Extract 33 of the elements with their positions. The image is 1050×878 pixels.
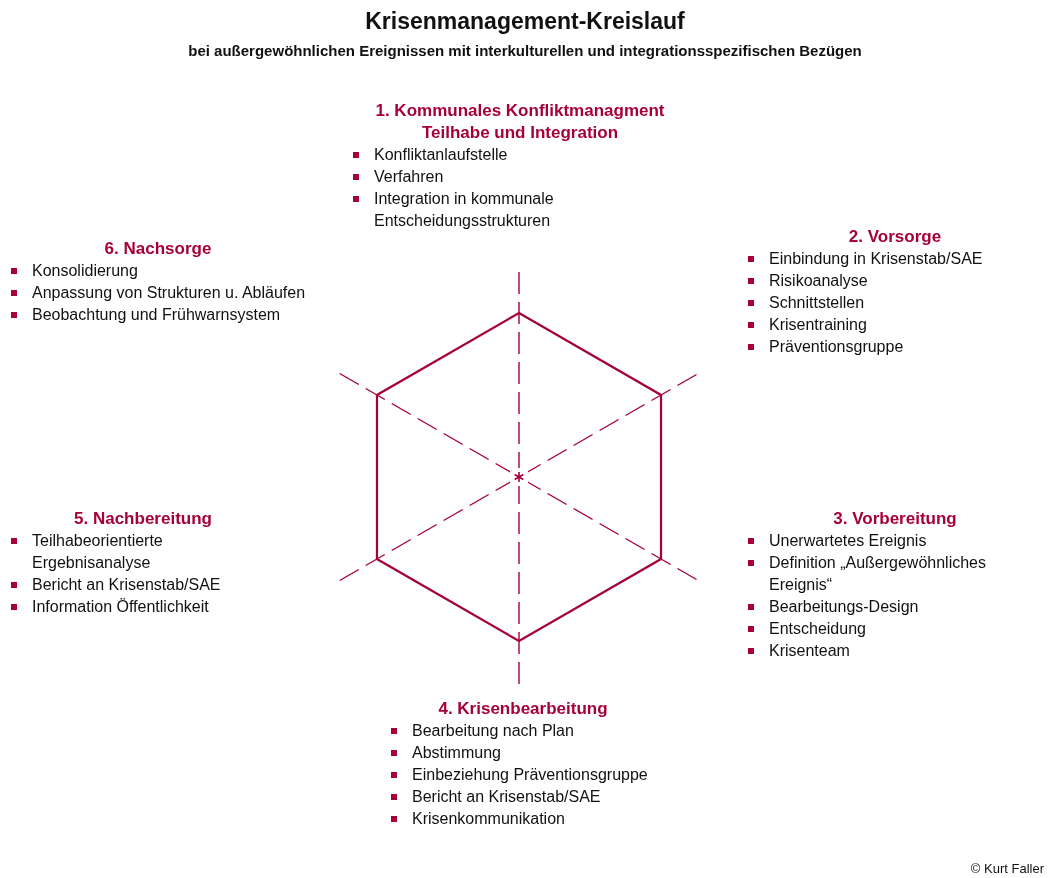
list-item: Bericht an Krisenstab/SAE <box>388 786 658 808</box>
list-item: Anpassung von Strukturen u. Abläufen <box>8 282 308 304</box>
section-heading: 3. Vorbereitung <box>832 508 958 530</box>
section-heading: 2. Vorsorge <box>847 226 943 248</box>
list-item: Präventionsgruppe <box>745 336 1045 358</box>
list-item: Risikoanalyse <box>745 270 1045 292</box>
list-item: Bearbeitungs-Design <box>745 596 1045 618</box>
copyright-note: © Kurt Faller <box>970 861 1044 876</box>
list-item: Beobachtung und Frühwarnsystem <box>8 304 308 326</box>
list-item: Abstimmung <box>388 742 658 764</box>
list-item: Krisenteam <box>745 640 1045 662</box>
list-item: Krisentraining <box>745 314 1045 336</box>
list-item: Bearbeitung nach Plan <box>388 720 658 742</box>
list-item: Entscheidung <box>745 618 1045 640</box>
list-item: Schnittstellen <box>745 292 1045 314</box>
list-item: Unerwartetes Ereignis <box>745 530 1045 552</box>
section-heading: 4. Krisenbearbeitung <box>437 698 609 720</box>
list-item: Einbeziehung Präventionsgruppe <box>388 764 658 786</box>
list-item: Konsolidierung <box>8 260 308 282</box>
list-item: Krisenkommunikation <box>388 808 658 830</box>
list-item: Teilhabeorientierte Ergebnisanalyse <box>8 530 278 574</box>
list-item: Verfahren <box>350 166 690 188</box>
list-item: Bericht an Krisenstab/SAE <box>8 574 278 596</box>
title: Krisenmanagement-Kreislauf <box>364 8 686 35</box>
list-item: Integration in kommunale Entscheidungsstrukturen <box>350 188 690 232</box>
list-item: Information Öffentlichkeit <box>8 596 278 618</box>
section-heading: 1. Kommunales Konfliktmanagment Teilhabe und Integration <box>374 100 666 144</box>
subtitle: bei außergewöhnlichen Ereignissen mit interkulturellen und integrationsspezifischen Bezügen <box>187 42 863 59</box>
list-item: Konfliktanlaufstelle <box>350 144 690 166</box>
list-item: Einbindung in Krisenstab/SAE <box>745 248 1045 270</box>
section-heading: 5. Nachbereitung <box>73 508 213 530</box>
list-item: Definition „Außergewöhnliches Ereignis“ <box>745 552 1045 596</box>
section-heading: 6. Nachsorge <box>103 238 213 260</box>
